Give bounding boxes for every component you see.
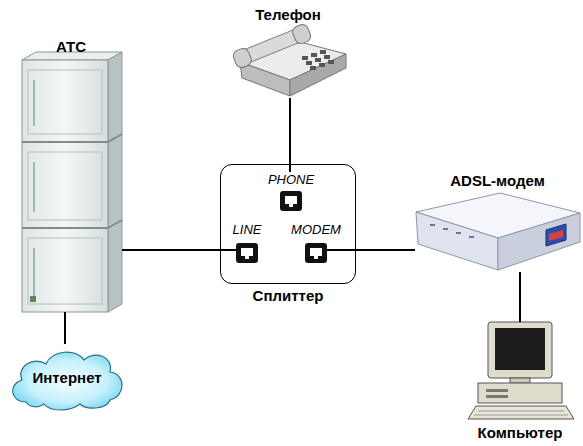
monitor-stand	[510, 378, 530, 383]
computer-box: Компьютер	[462, 322, 578, 446]
telephone-box: Телефон	[228, 6, 348, 98]
cabinet-divider	[108, 220, 122, 228]
keyboard-row	[478, 411, 564, 412]
key	[306, 61, 312, 65]
cabinet-side	[108, 52, 122, 312]
jack-slot	[241, 248, 253, 256]
phone-front	[240, 62, 290, 96]
computer-icon	[468, 322, 574, 419]
key	[302, 56, 308, 60]
key	[319, 63, 325, 67]
port-label: LINE	[233, 222, 262, 238]
node-label: Компьютер	[478, 424, 563, 442]
node-label: ADSL-модем	[450, 172, 544, 190]
key	[311, 53, 317, 57]
connector-line	[64, 312, 66, 344]
rj-jack	[280, 191, 302, 211]
jack-body	[236, 243, 258, 263]
led	[456, 232, 461, 234]
modem-leds	[430, 224, 474, 238]
monitor-case	[488, 322, 552, 378]
modem-box: ADSL-модем	[415, 172, 580, 272]
connector-line	[289, 98, 291, 172]
system-unit	[478, 383, 562, 403]
port-box: LINE	[236, 222, 258, 264]
keyboard	[468, 406, 574, 419]
splitter-box: СплиттерPHONELINEMODEM	[220, 164, 356, 284]
phone-handset	[232, 23, 313, 70]
jack-body	[305, 243, 327, 263]
cabinet-slot	[34, 162, 35, 212]
cloud-shape	[13, 352, 122, 410]
port-label: PHONE	[268, 172, 314, 188]
cabinet-led	[30, 296, 36, 302]
modem-icon	[416, 193, 580, 270]
cabinet-divider	[22, 141, 108, 143]
key	[315, 58, 321, 62]
cabinet-panel	[28, 70, 102, 134]
cabinet-divider	[22, 227, 108, 229]
led	[430, 224, 435, 226]
jack-notch	[314, 256, 318, 259]
led	[443, 228, 448, 230]
exchange-box: АТС	[20, 38, 122, 312]
key	[324, 55, 330, 59]
jack-body	[280, 191, 302, 211]
modem-badge	[546, 224, 566, 246]
cloud-box: Интернет	[6, 344, 128, 412]
modem-badge-mark	[549, 230, 563, 241]
led	[469, 236, 474, 238]
key	[320, 50, 326, 54]
cabinet-panel	[28, 238, 102, 304]
rj-jack	[305, 243, 327, 263]
cabinet-panel	[28, 152, 102, 220]
phone-keypad	[302, 50, 334, 70]
connector-line	[327, 249, 415, 251]
cabinet-front	[22, 60, 108, 312]
jack-slot	[310, 248, 322, 256]
telephone-icon	[232, 23, 346, 96]
port-box: PHONE	[280, 172, 302, 211]
node-label: Телефон	[255, 6, 321, 24]
port-label: MODEM	[291, 222, 341, 238]
handset-end	[291, 23, 313, 46]
jack-notch	[245, 256, 249, 259]
keyboard-row	[474, 415, 568, 416]
node-label: Интернет	[32, 369, 101, 387]
node-label: АТС	[56, 38, 86, 56]
cabinet-divider	[108, 134, 122, 142]
jack-slot	[285, 196, 297, 204]
key	[328, 60, 334, 64]
cabinet-slot	[34, 80, 35, 126]
port-box: MODEM	[305, 222, 327, 264]
phone-side	[290, 54, 346, 96]
node-label: Сплиттер	[253, 287, 324, 305]
key	[310, 66, 316, 70]
rj-jack	[236, 243, 258, 263]
monitor-screen	[495, 328, 545, 370]
connector-line	[519, 272, 521, 322]
modem-side	[498, 213, 580, 270]
atc-cabinet	[22, 52, 122, 312]
drive-slot	[486, 389, 508, 392]
cabinet-slot	[34, 248, 35, 296]
drive-slot	[486, 395, 508, 398]
modem-front	[416, 212, 498, 270]
jack-notch	[289, 204, 293, 207]
handset-end	[232, 47, 254, 70]
connector-line	[122, 249, 236, 251]
